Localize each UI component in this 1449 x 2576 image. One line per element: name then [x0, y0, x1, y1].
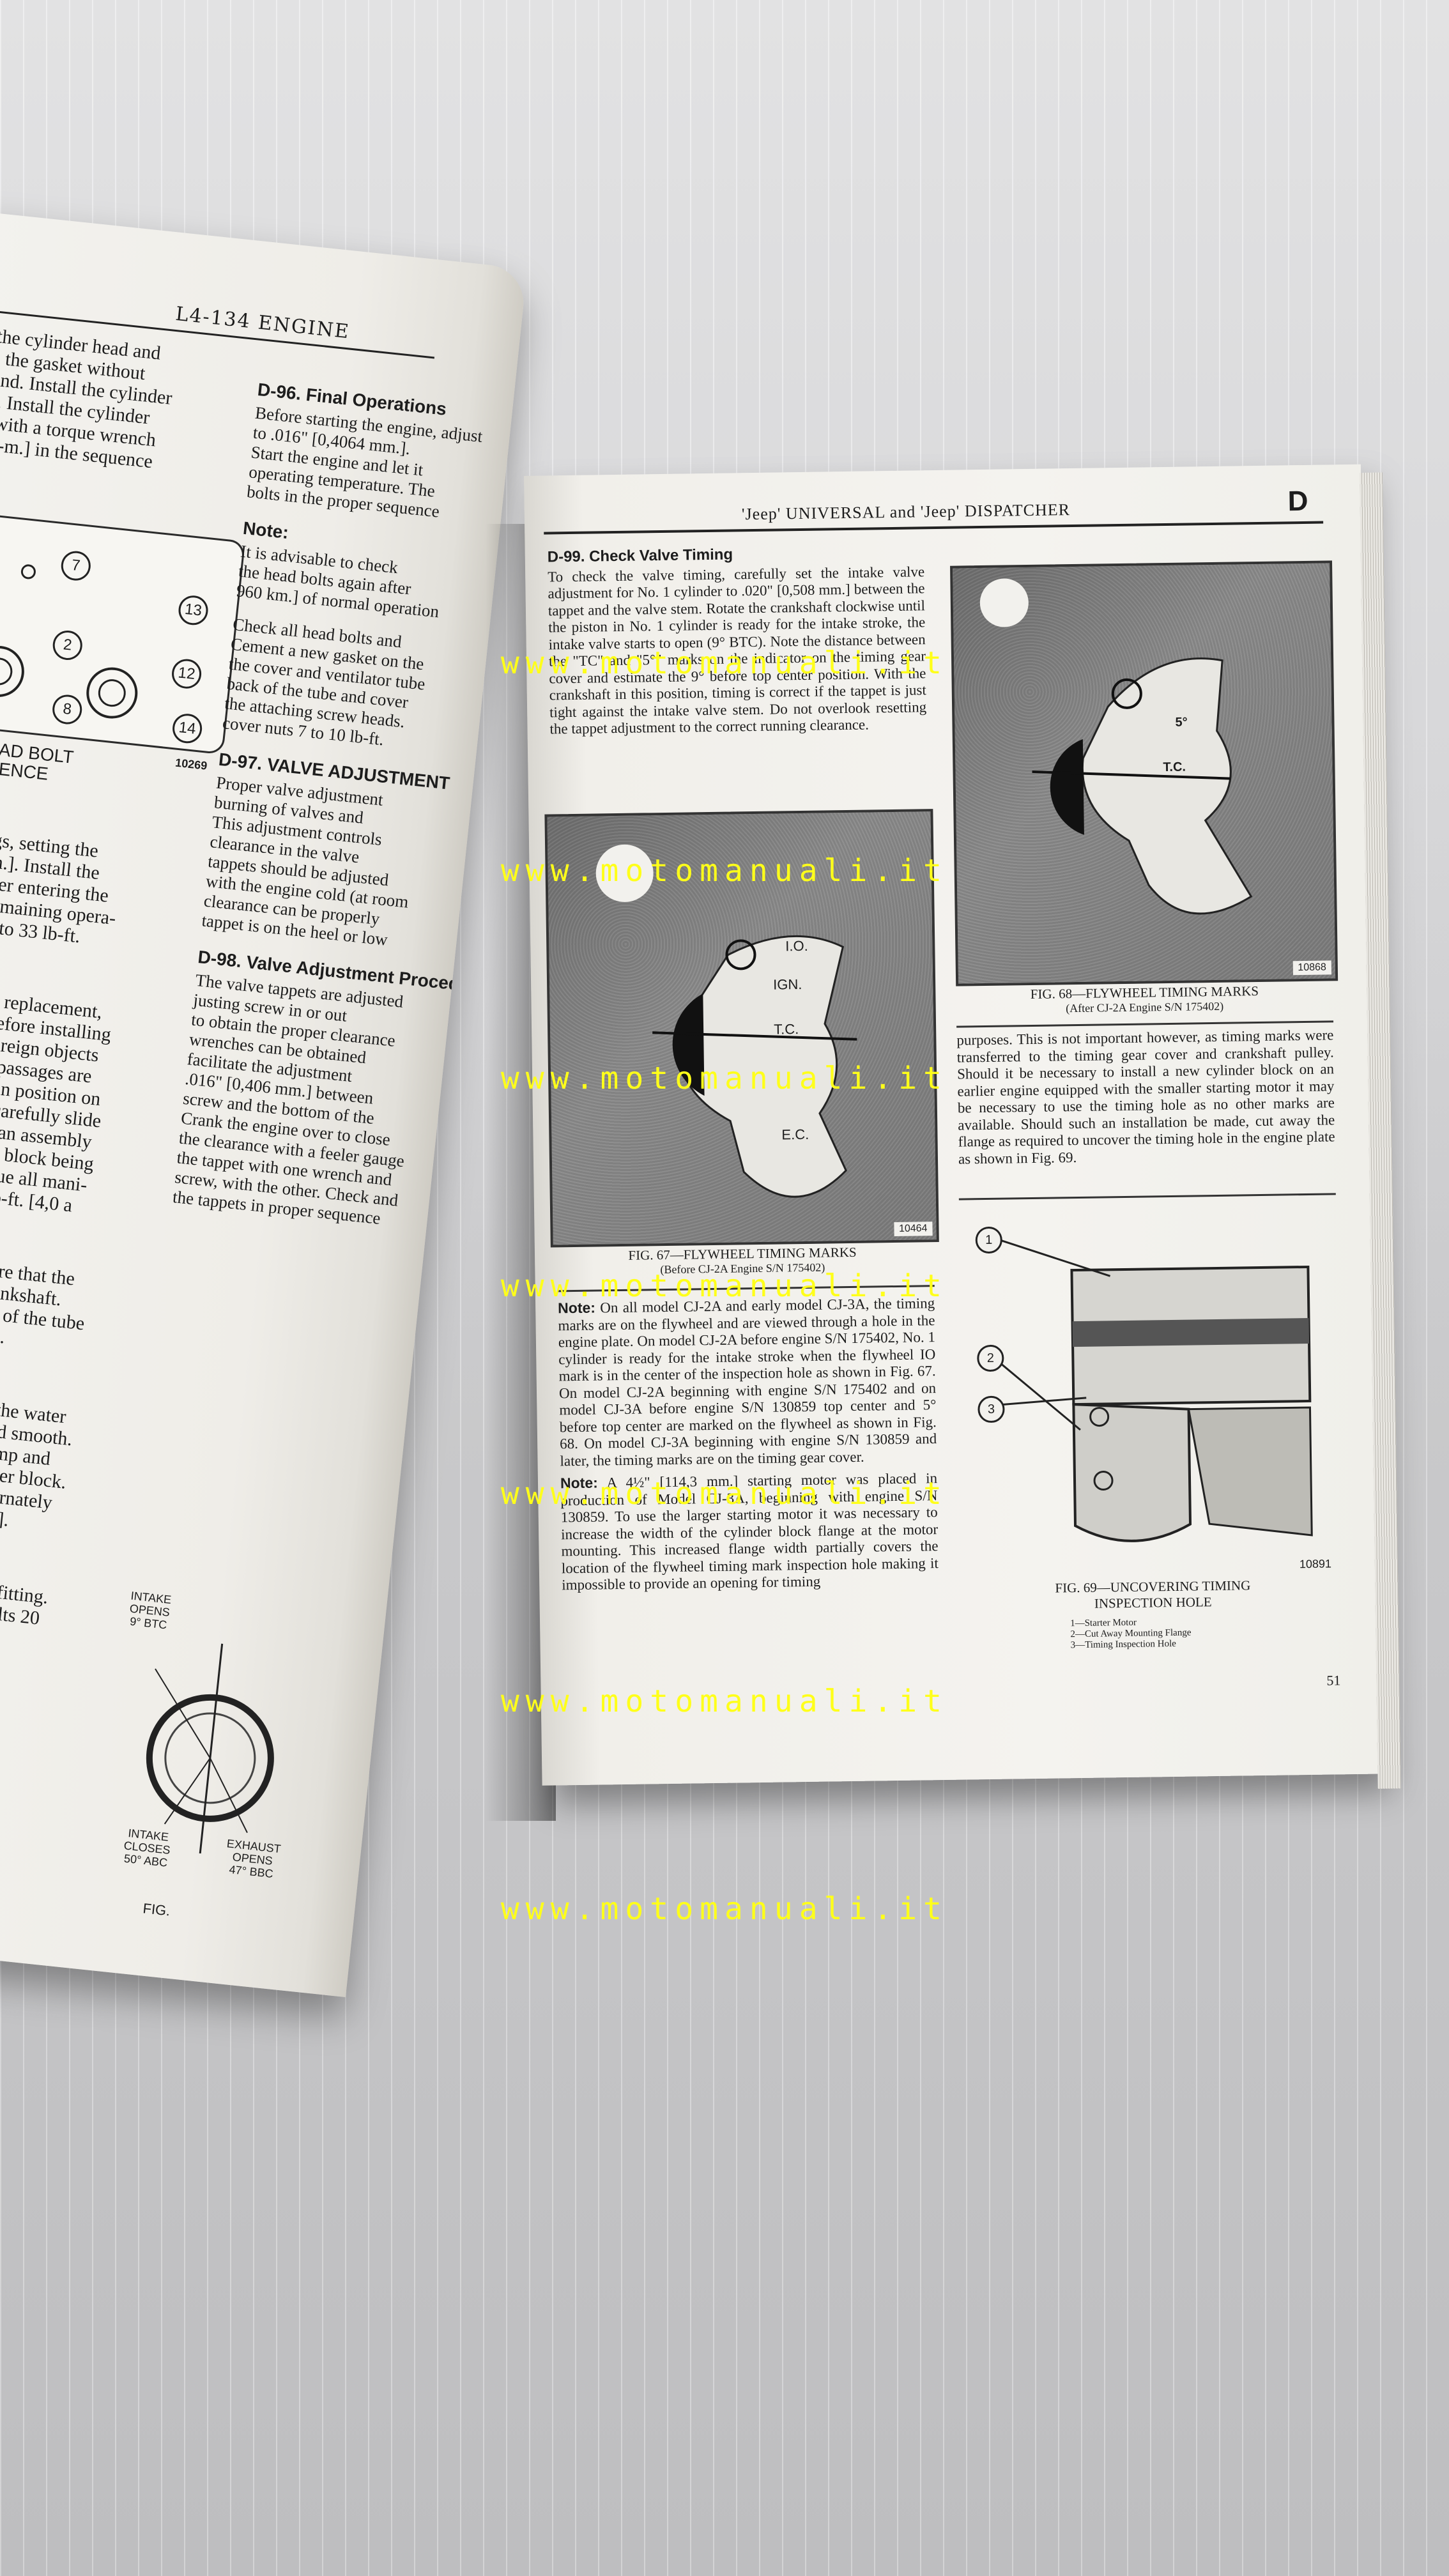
- flywheel-marks-icon: [979, 578, 1253, 915]
- col2-body: purposes. This is not important however,…: [956, 1027, 1335, 1167]
- head-bolt-sequence-diagram: 5 7 13 1 2 12 4 8 14 10269: [0, 509, 246, 772]
- intake-closes-label: INTAKE CLOSES 50° ABC: [122, 1827, 172, 1869]
- watermark: www.motomanuali.it: [500, 1061, 949, 1096]
- watermark: www.motomanuali.it: [500, 1891, 949, 1927]
- exhaust-opens-label: EXHAUST OPENS 47° BBC: [224, 1837, 282, 1881]
- fig68-code: 10868: [1292, 960, 1332, 976]
- page-number: 51: [1326, 1672, 1341, 1689]
- section-heading: Pump: [0, 1357, 134, 1408]
- fig67-code: 10464: [893, 1222, 933, 1237]
- left-page-header: L4-134 ENGINE: [174, 302, 351, 344]
- combustion-chambers-icon: [0, 564, 138, 719]
- fig67-photo: I.O. IGN. T.C. E.C. 10464: [544, 809, 939, 1248]
- left-figure-caption: NDER HEAD BOLT NG SEQUENCE: [0, 732, 75, 786]
- valve-diagram-caption: FIG.: [142, 1900, 171, 1919]
- fig69-legend: 1—Starter Motor 2—Cut Away Mounting Flan…: [1070, 1617, 1192, 1652]
- fig67-label-tc: T.C.: [773, 1021, 799, 1038]
- valve-timing-diagram: [146, 1643, 274, 1854]
- watermark: www.motomanuali.it: [500, 853, 949, 889]
- left-page: L4-134 ENGINE fore the cylinder head and…: [0, 211, 528, 1998]
- fig69-caption: FIG. 69—UNCOVERING TIMING INSPECTION HOL…: [964, 1576, 1342, 1613]
- legend-item: 3—Timing Inspection Hole: [1070, 1638, 1177, 1651]
- d99-title: D-99. Check Valve Timing: [547, 546, 733, 566]
- starter-motor-diagram: [988, 1235, 1313, 1542]
- watermark: www.motomanuali.it: [500, 645, 949, 681]
- col2-separator: [956, 1020, 1334, 1028]
- note1: Note: On all model CJ-2A and early model…: [558, 1294, 937, 1469]
- fig68-label-tc: T.C.: [1163, 760, 1186, 775]
- col2-text: purposes. This is not important however,…: [956, 1027, 1335, 1172]
- right-header-rule: [544, 521, 1324, 535]
- notes-section: Note: On all model CJ-2A and early model…: [558, 1294, 939, 1599]
- d99-section: D-99. Check Valve Timing To check the va…: [548, 544, 927, 743]
- fig68-label-5deg: 5°: [1175, 715, 1188, 730]
- fig68-caption: FIG. 68—FLYWHEEL TIMING MARKS (After CJ-…: [956, 982, 1333, 1016]
- intake-opens-label: INTAKE OPENS 9° BTC: [128, 1590, 172, 1632]
- fig67-label-ec: E.C.: [781, 1126, 809, 1143]
- watermark: www.motomanuali.it: [500, 1683, 949, 1719]
- fig68-photo: 5° T.C. 10868: [950, 560, 1338, 986]
- left-col-sections: Plugse spark plugs, setting the" [0,762 …: [0, 770, 195, 1659]
- fig67-label-io: I.O.: [785, 937, 808, 954]
- note1-body: On all model CJ-2A and early model CJ-3A…: [558, 1295, 937, 1469]
- flywheel-marks-icon: [595, 844, 857, 1198]
- watermark: www.motomanuali.it: [500, 1268, 949, 1304]
- watermark: www.motomanuali.it: [500, 1476, 949, 1512]
- right-page: 'Jeep' UNIVERSAL and 'Jeep' DISPATCHER D…: [524, 464, 1379, 1786]
- fig69-separator: [958, 1193, 1336, 1200]
- fig67-label-ign: IGN.: [772, 976, 802, 993]
- left-col-intro: fore the cylinder head and nstall the ga…: [0, 322, 229, 480]
- section-letter: D: [1287, 485, 1308, 518]
- section-heading: Outlet Fitting: [0, 1538, 114, 1589]
- right-page-header: 'Jeep' UNIVERSAL and 'Jeep' DISPATCHER: [741, 500, 1071, 524]
- fig69-code: 10891: [1299, 1557, 1332, 1571]
- figure-code: 10269: [174, 756, 208, 772]
